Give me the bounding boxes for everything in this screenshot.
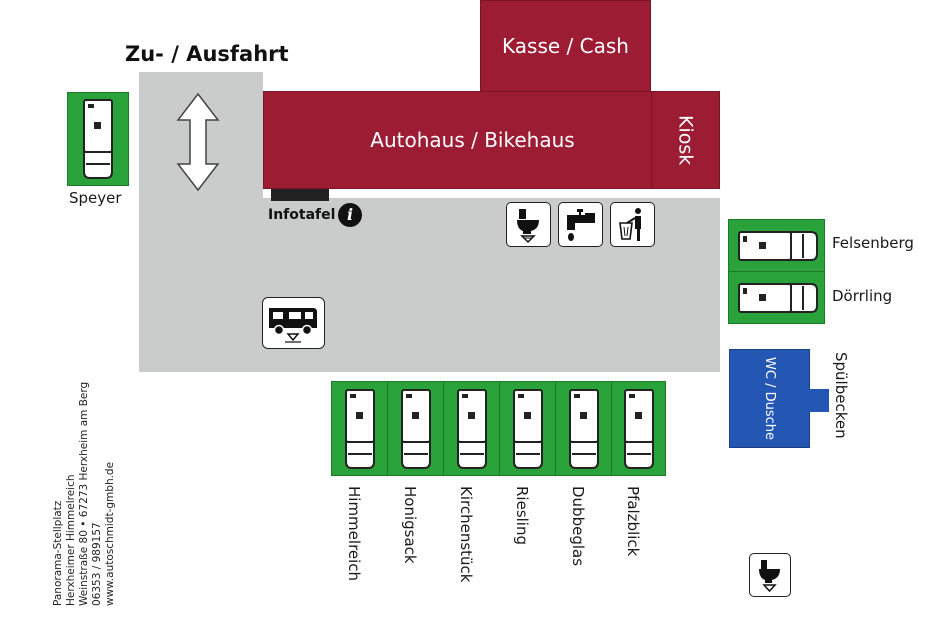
autohaus-label: Autohaus / Bikehaus [370,128,575,152]
spot-felsenberg [728,219,825,272]
spot-felsenberg-label: Felsenberg [832,234,914,252]
toilet-dump-icon [506,202,551,247]
address-block: Panorama-Stellplatz Herxheimer Himmelrei… [52,376,117,606]
info-icon-glyph: i [346,205,354,224]
spot-label-kirchenstueck: Kirchenstück [457,486,475,583]
spot-kirchenstueck [443,381,500,476]
spuelbecken-label: Spülbecken [832,352,850,439]
spot-speyer-label: Speyer [69,189,122,207]
camper-icon [738,283,818,313]
spuelbecken-annex [809,389,829,412]
camper-icon [457,389,487,469]
address-line-5: www.autoschmidt-gmbh.de [104,461,116,606]
spot-honigsack [387,381,444,476]
kiosk-label: Kiosk [674,114,697,166]
camper-icon [738,231,818,261]
entrance-label: Zu- / Ausfahrt [125,42,289,66]
address-line-2: Herxheimer Himmelreich [65,474,77,606]
spot-dubbeglas [555,381,612,476]
camper-icon [624,389,654,469]
spot-label-himmelreich: Himmelreich [345,486,363,582]
spot-himmelreich [331,381,388,476]
wc-label: WC / Dusche [762,357,777,440]
autohaus-building: Autohaus / Bikehaus [263,91,652,189]
camper-icon [83,99,113,179]
wc-building: WC / Dusche [729,349,810,448]
camper-icon [345,389,375,469]
address-line-4: 06353 / 989157 [91,522,103,606]
spot-riesling [499,381,556,476]
infotafel-label: Infotafel [268,207,336,223]
spot-pfalzblick [611,381,666,476]
arrow-updown-icon [176,92,220,192]
address-line-3: Weinstraße 80 • 67273 Herxheim am Berg [78,381,90,606]
kiosk-building: Kiosk [651,91,720,189]
trash-icon [610,202,655,247]
water-tap-icon [558,202,603,247]
camper-icon [513,389,543,469]
spot-speyer [67,92,129,186]
spot-doerrling [728,271,825,324]
camper-service-icon [262,297,325,349]
kasse-label: Kasse / Cash [502,34,629,58]
spot-label-dubbeglas: Dubbeglas [569,486,587,567]
camper-icon [401,389,431,469]
camper-icon [569,389,599,469]
info-icon: i [338,203,362,227]
kasse-building: Kasse / Cash [480,0,651,92]
bottom-spots-row [331,381,666,476]
infotafel-board [271,189,329,201]
spot-label-honigsack: Honigsack [401,486,419,564]
spot-label-riesling: Riesling [513,486,531,545]
spot-doerrling-label: Dörrling [832,287,893,305]
address-line-1: Panorama-Stellplatz [52,500,64,606]
spot-label-pfalzblick: Pfalzblick [624,486,642,557]
chemical-toilet-icon [749,553,791,597]
